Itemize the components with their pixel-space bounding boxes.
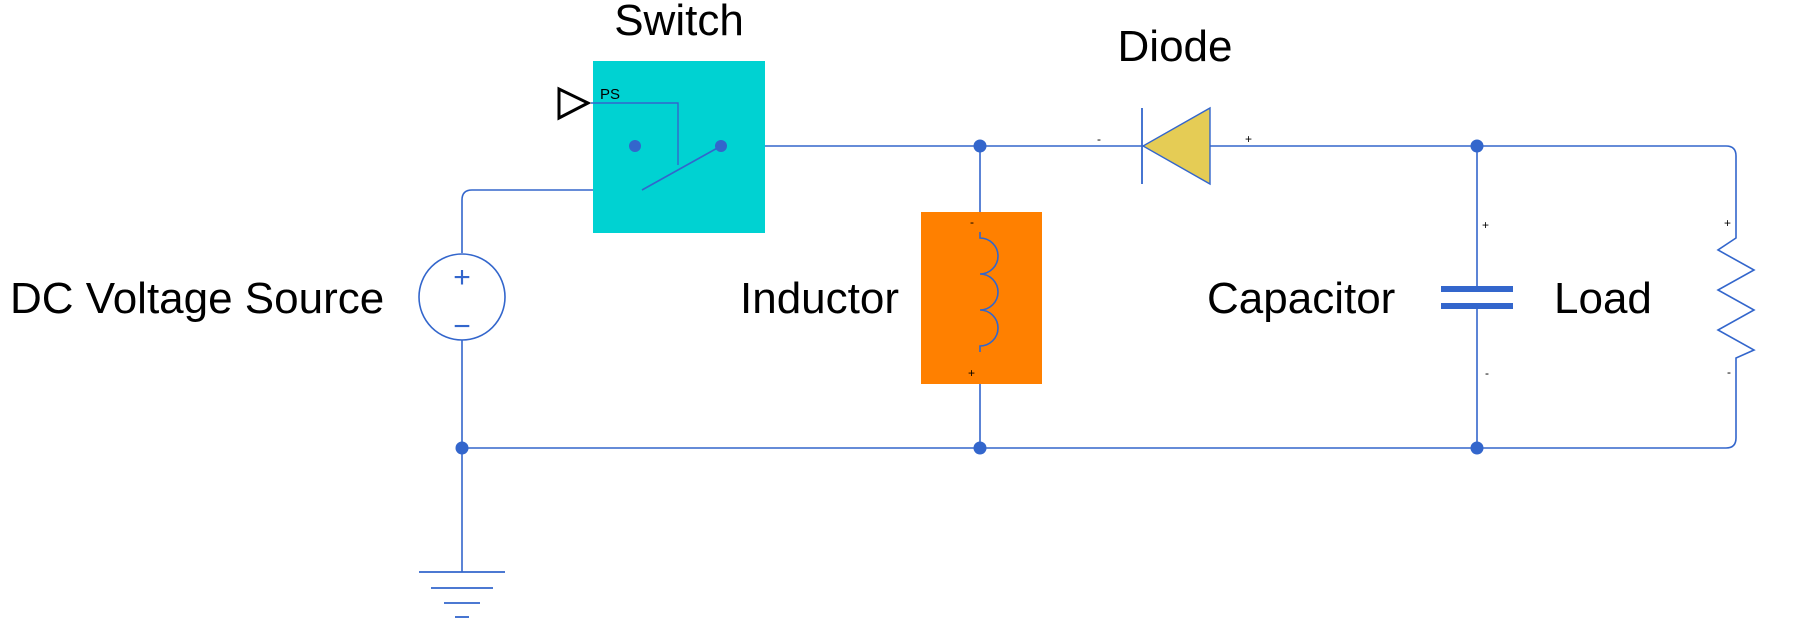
load-block[interactable]: + -	[1716, 216, 1756, 379]
switch-blade	[641, 145, 722, 191]
junction-nodes	[455, 139, 1484, 455]
junction-capacitor-bottom	[1470, 441, 1484, 455]
switch-ps-label: PS	[600, 86, 620, 103]
diode-block[interactable]: - +	[1097, 106, 1252, 186]
junction-source-bottom	[455, 441, 469, 455]
load-top-polarity: +	[1724, 216, 1731, 230]
switch-label: Switch	[614, 0, 744, 45]
dc-source-label: DC Voltage Source	[10, 274, 384, 323]
inductor-block[interactable]: - +	[921, 212, 1042, 384]
capacitor-block[interactable]: + -	[1441, 218, 1513, 380]
capacitor-top-polarity: +	[1482, 218, 1489, 232]
ground-icon	[419, 571, 505, 618]
load-bottom-polarity: -	[1727, 365, 1731, 379]
capacitor-label: Capacitor	[1207, 274, 1395, 323]
wire-source-to-switch	[461, 145, 635, 253]
capacitor-bottom-polarity: -	[1485, 366, 1489, 380]
diode-triangle-icon	[1141, 106, 1211, 186]
wire-load-to-bottom-rail	[1477, 364, 1737, 449]
switch-control-line	[591, 102, 679, 165]
resistor-zigzag-icon	[1716, 220, 1756, 364]
capacitor-plate-top	[1441, 286, 1513, 292]
inductor-top-polarity: -	[970, 215, 974, 229]
switch-terminal-right	[715, 140, 727, 152]
ps-input-arrow-icon[interactable]	[557, 86, 592, 121]
junction-inductor-top	[973, 139, 987, 153]
inductor-body	[921, 212, 1042, 384]
diode-anode-polarity: +	[1245, 132, 1252, 146]
wire-capacitor-node-to-load	[1477, 145, 1737, 220]
inductor-coil-icon	[979, 232, 999, 352]
switch-body	[593, 61, 765, 233]
inductor-bottom-polarity: +	[968, 366, 975, 380]
diode-cathode-polarity: -	[1097, 132, 1101, 146]
inductor-label: Inductor	[740, 274, 899, 323]
dc-source-block[interactable]: + −	[418, 253, 506, 343]
dc-source-plus-sign: +	[453, 261, 471, 294]
switch-block[interactable]: PS	[557, 61, 765, 233]
dc-source-minus-sign: −	[453, 310, 471, 343]
capacitor-plate-bottom	[1441, 303, 1513, 309]
dc-source-circle-icon	[418, 253, 506, 341]
diode-label: Diode	[1118, 22, 1233, 71]
load-label: Load	[1554, 274, 1652, 323]
component-labels: Switch Diode DC Voltage Source Inductor …	[10, 0, 1652, 323]
junction-inductor-bottom	[973, 441, 987, 455]
junction-capacitor-top	[1470, 139, 1484, 153]
switch-terminal-left	[629, 140, 641, 152]
